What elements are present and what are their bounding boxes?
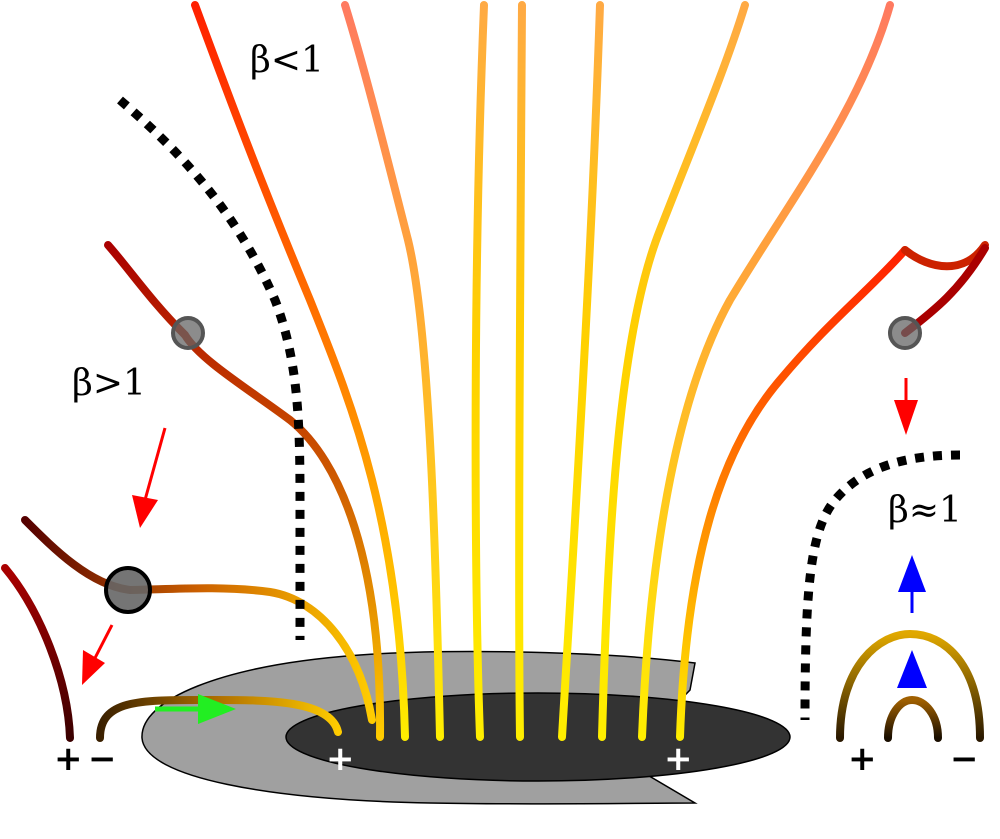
flux-line — [638, 1, 894, 741]
flux-line-left-upper — [104, 241, 385, 741]
label-beta-less-than-one: β<1 — [250, 40, 324, 81]
flux-line — [598, 1, 749, 741]
polarity-spot-plus-right: + — [664, 739, 693, 779]
polarity-left-minus: − — [88, 739, 117, 779]
flux-line — [191, 1, 409, 741]
separatrix-right — [800, 450, 961, 721]
loop-large — [836, 629, 984, 742]
polarity-spot-plus-left: + — [326, 739, 355, 779]
polarity-right-plus: + — [848, 739, 877, 779]
flux-line — [676, 246, 909, 741]
arrowhead-red — [132, 495, 158, 528]
separatrix-left — [117, 96, 305, 640]
flux-line — [471, 1, 488, 741]
blue-arrows — [897, 555, 927, 688]
arrowhead-red — [82, 650, 105, 685]
blue-arrowhead-lower — [897, 650, 927, 688]
arrowhead-red — [894, 400, 918, 435]
flux-line — [558, 1, 604, 741]
flux-line-low-left — [21, 516, 376, 724]
arrow-red-lower-left — [93, 624, 114, 659]
flux-tubes-central — [191, 1, 909, 741]
red-arrows — [82, 378, 918, 685]
arrow-red-upper-left — [143, 427, 167, 501]
loop-small — [884, 695, 942, 742]
blue-arrowhead-upper — [898, 555, 926, 592]
flux-line — [515, 1, 526, 741]
polarity-left-plus: + — [54, 739, 83, 779]
null-point-right — [888, 316, 922, 350]
green-arrowhead — [198, 694, 236, 724]
null-point-left-lower — [104, 566, 152, 614]
green-arrow — [155, 694, 236, 724]
label-beta-greater-than-one: β>1 — [72, 363, 146, 404]
null-point-left-upper — [171, 316, 205, 350]
flux-line — [341, 1, 444, 741]
flux-line-far-left — [1, 564, 74, 742]
umbra — [285, 692, 791, 782]
polarity-right-minus: − — [950, 739, 979, 779]
label-beta-approx-one: β≈1 — [888, 490, 962, 531]
